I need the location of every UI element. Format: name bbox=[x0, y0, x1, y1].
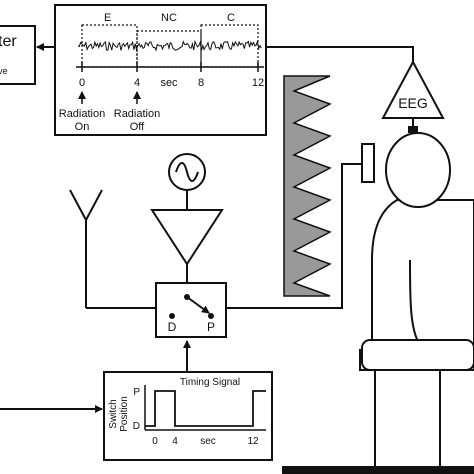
output-box-text-bottom: ve bbox=[0, 66, 8, 76]
output-box: ter ve bbox=[0, 25, 36, 85]
timing-y-label-1: Switch bbox=[108, 399, 119, 428]
chair-seat bbox=[361, 339, 474, 371]
time-tick-8: 8 bbox=[198, 77, 204, 89]
timing-y-tick-d: D bbox=[133, 421, 140, 432]
switch-label-d: D bbox=[168, 320, 177, 334]
person-head bbox=[385, 132, 451, 208]
seated-person bbox=[359, 132, 474, 474]
sine-wave-icon bbox=[175, 162, 199, 182]
rf-absorber bbox=[283, 75, 332, 297]
time-tick-0: 0 bbox=[79, 77, 85, 89]
eeg-signal-wire bbox=[266, 46, 414, 62]
timing-x-tick-0: 0 bbox=[152, 436, 158, 447]
timing-x-tick-12: 12 bbox=[247, 436, 259, 447]
time-unit: sec bbox=[160, 77, 178, 89]
time-tick-4: 4 bbox=[134, 77, 140, 89]
rf-switch: D P bbox=[155, 282, 227, 338]
radiation-off-label-1: Radiation bbox=[114, 108, 160, 120]
segment-label-nc: NC bbox=[161, 12, 177, 24]
radiation-on-label-1: Radiation bbox=[59, 108, 105, 120]
radiation-on-label-2: On bbox=[75, 121, 90, 133]
floor-base bbox=[282, 466, 474, 474]
radiation-off-label-2: Off bbox=[130, 121, 145, 133]
switch-contact-p bbox=[208, 313, 214, 319]
timing-y-label-2: Position bbox=[119, 396, 130, 432]
power-amplifier bbox=[150, 209, 224, 266]
electrode bbox=[408, 126, 418, 133]
switch-label-p: P bbox=[207, 320, 215, 334]
person-legs bbox=[374, 370, 441, 474]
output-box-text-top: ter bbox=[0, 33, 17, 50]
antenna-feed-wire bbox=[226, 163, 362, 309]
timing-x-unit: sec bbox=[200, 436, 216, 447]
timing-x-tick-4: 4 bbox=[172, 436, 178, 447]
time-tick-12: 12 bbox=[252, 77, 264, 89]
timing-signal-box: Timing Signal Switch Position P D 0 4 se… bbox=[103, 371, 273, 461]
timing-y-tick-p: P bbox=[133, 387, 140, 398]
exposure-antenna bbox=[361, 143, 375, 183]
switch-contact-d bbox=[169, 313, 175, 319]
eeg-display-box: E NC C 0 4 sec 8 12 Radiation On Radiati… bbox=[54, 4, 267, 136]
timing-title: Timing Signal bbox=[180, 377, 240, 388]
switch-arm bbox=[186, 296, 210, 314]
segment-label-e: E bbox=[104, 12, 111, 24]
timing-waveform bbox=[145, 390, 266, 427]
segment-label-c: C bbox=[227, 12, 235, 24]
eeg-trace bbox=[77, 39, 262, 52]
dummy-antenna bbox=[69, 189, 156, 309]
eeg-label: EEG bbox=[398, 95, 428, 111]
